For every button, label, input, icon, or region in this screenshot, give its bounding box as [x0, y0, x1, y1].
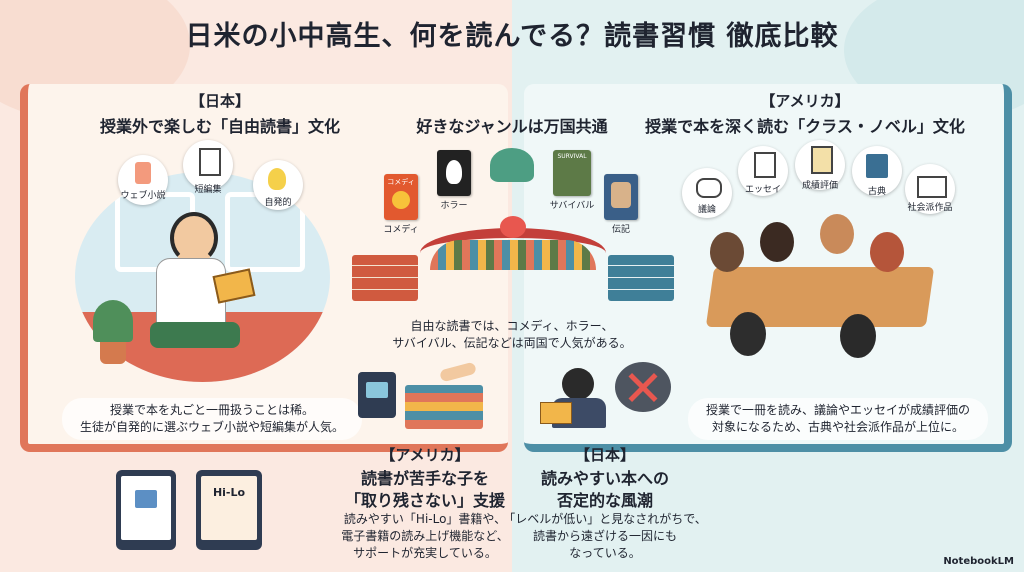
grading-label: 成績評価: [801, 181, 838, 191]
japan-trend-tag: 【日本】: [574, 446, 635, 464]
japan-trend-heading-line2: 否定的な風潮: [556, 491, 653, 510]
us-heading: 授業で本を深く読む「クラス・ノベル」文化: [645, 117, 965, 136]
us-support-body-line1: 読みやすい「Hi-Lo」書籍や、: [343, 512, 507, 526]
center-caption-line2: サバイバル、伝記などは両国で人気がある。: [392, 336, 632, 350]
short-stories-label: 短編集: [194, 185, 222, 195]
us-support-heading-line1: 読書が苦手な子を: [360, 469, 489, 488]
japan-tag: 【日本】: [189, 92, 250, 110]
book-stack-right: [608, 255, 674, 301]
speaker-icon: [135, 490, 157, 508]
japan-trend-body-line2: 読書から遠ざける一因にも: [532, 529, 677, 543]
comedy-book-icon: コメディ: [384, 174, 418, 220]
voluntary-label: 自発的: [264, 198, 292, 208]
center-caption-line1: 自由な読書では、コメディ、ホラー、: [410, 319, 614, 333]
lightbulb-icon: [268, 168, 286, 190]
hi-lo-label: Hi-Lo: [212, 486, 246, 499]
classics-label: 古典: [867, 187, 886, 197]
center-heading: 好きなジャンルは万国共通: [416, 117, 608, 136]
genre-horror: ホラー: [440, 201, 468, 211]
essay-label: エッセイ: [744, 185, 781, 195]
us-caption-line1: 授業で一冊を読み、議論やエッセイが成績評価の: [705, 403, 970, 417]
climbing-books-illustration: [405, 385, 483, 429]
japan-caption-box: [62, 398, 362, 440]
biography-book-icon: [604, 174, 638, 220]
portrait-icon: [611, 182, 631, 208]
japan-trend-body-line1: 「レベルが低い」と見なされがちで、: [503, 512, 707, 526]
japan-trend-body-line3: なっている。: [569, 546, 641, 560]
brand-logo: NotebookLM: [943, 556, 1014, 567]
pencil-paper-icon: [754, 152, 776, 178]
japan-heading: 授業外で楽しむ「自由読書」文化: [99, 117, 340, 136]
plant-illustration: [88, 300, 138, 364]
document-icon: [199, 148, 221, 176]
us-support-body-line3: サポートが充実している。: [353, 546, 497, 560]
us-caption-line2: 対象になるため、古典や社会派作品が上位に。: [711, 420, 964, 434]
social-works-label: 社会派作品: [907, 203, 953, 213]
us-support-heading-line2: 「取り残さない」支援: [344, 491, 505, 510]
japan-caption-line1: 授業で本を丸ごと一冊扱うことは稀。: [109, 403, 314, 417]
worried-reader-illustration: [540, 368, 610, 432]
genre-survival: サバイバル: [549, 201, 595, 211]
phone-icon: [135, 162, 151, 184]
genre-biography: 伝記: [611, 225, 630, 235]
globe-heart-icon: [490, 148, 534, 182]
web-novel-label: ウェブ小説: [120, 191, 166, 201]
book-icon: [866, 154, 888, 178]
survival-cover-text: SURVIVAL: [557, 153, 587, 160]
hi-lo-tablet-icon: Hi-Lo: [196, 470, 262, 550]
page-title: 日米の小中高生、何を読んでる？読書習慣 徹底比較: [185, 21, 839, 52]
genre-comedy: コメディ: [383, 225, 419, 235]
laughing-face-icon: [392, 191, 410, 209]
us-tag: 【アメリカ】: [760, 92, 850, 110]
ghost-mask-icon: [446, 160, 462, 184]
us-support-body-line2: 電子書籍の読み上げ機能など、: [341, 529, 509, 543]
japan-trend-heading-line1: 読みやすい本への: [540, 469, 669, 488]
us-caption-box: [688, 398, 988, 440]
survival-book-icon: SURVIVAL: [553, 150, 591, 196]
speech-bubble-icon: [696, 178, 722, 198]
x-mark-bubble-icon: [615, 362, 671, 412]
horror-book-icon: [437, 150, 471, 196]
audio-tablet-illustration: [358, 372, 396, 418]
book-bridge-illustration: [400, 210, 626, 300]
open-book-icon: [917, 176, 947, 198]
japan-caption-line2: 生徒が自発的に選ぶウェブ小説や短編集が人気。: [79, 420, 344, 434]
comedy-cover-text: コメディ: [387, 178, 415, 186]
speaker-icon: [366, 382, 388, 398]
student-reader-illustration: [150, 212, 240, 362]
book-stack-left: [352, 255, 418, 301]
us-support-tag: 【アメリカ】: [380, 446, 470, 464]
audio-tablet-icon: [116, 470, 176, 550]
clipboard-icon: [811, 146, 833, 174]
classroom-illustration: [690, 214, 960, 372]
discussion-label: 議論: [697, 205, 716, 215]
